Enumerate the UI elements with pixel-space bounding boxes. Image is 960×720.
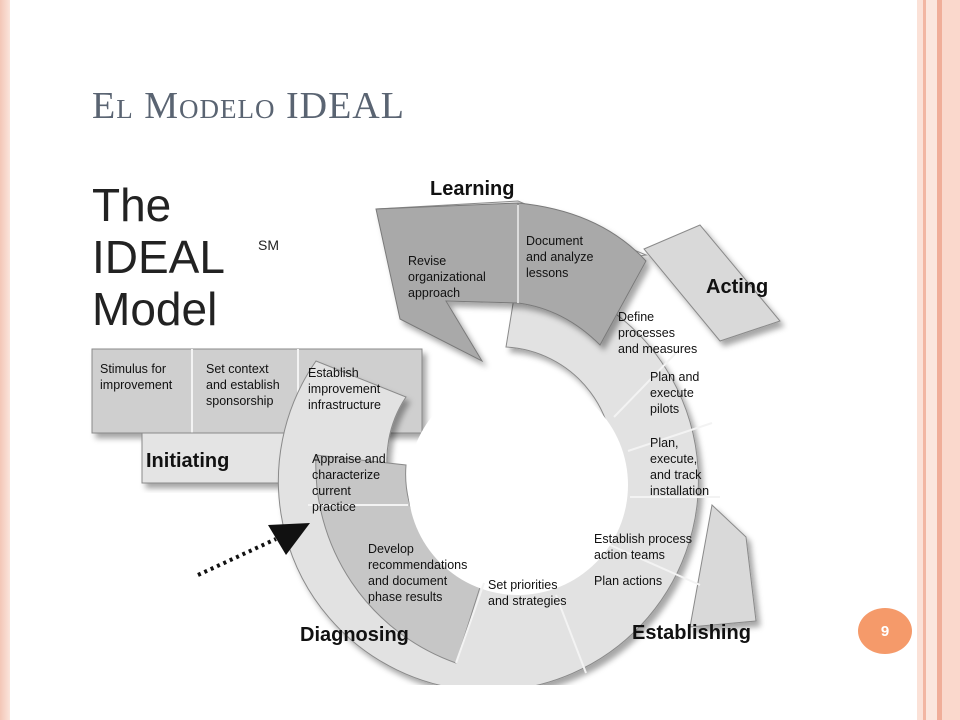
step-appraise: Appraise and characterize current practi… — [312, 452, 389, 514]
ring-center — [408, 375, 628, 595]
step-plan-pilots: Plan and execute pilots — [650, 370, 703, 416]
phase-diagnosing: Diagnosing — [300, 624, 409, 646]
establishing-fin — [689, 504, 757, 628]
phase-learning: Learning — [430, 178, 514, 200]
step-define: Define processes and measures — [618, 310, 697, 356]
arrow-head-icon — [268, 523, 310, 555]
ideal-model-svg: The IDEAL SM Model Learning Acting Initi… — [91, 178, 781, 685]
step-plan-track: Plan, execute, and track installation — [650, 436, 709, 498]
heading-the: The — [92, 179, 171, 231]
step-set-context: Set context and establish sponsorship — [206, 362, 283, 408]
ring-learning — [375, 200, 648, 363]
page-number-badge: 9 — [858, 608, 912, 654]
slide-title: El Modelo IDEAL — [92, 84, 405, 128]
title-rest-l: l — [116, 85, 145, 127]
step-develop: Develop recommendations and document pha… — [368, 542, 471, 604]
step-establish-infrastructure: Establish improvement infrastructure — [308, 366, 384, 412]
phase-establishing: Establishing — [632, 622, 751, 644]
right-border-decoration — [917, 0, 960, 720]
acting-fin — [643, 224, 781, 342]
title-initial-e: E — [92, 85, 117, 127]
step-stimulus: Stimulus for improvement — [100, 362, 173, 392]
ideal-model-diagram: The IDEAL SM Model Learning Acting Initi… — [80, 165, 800, 685]
title-rest-odelo: odelo — [179, 85, 276, 127]
step-document: Document and analyze lessons — [526, 234, 597, 280]
step-establish-teams: Establish process action teams — [594, 532, 695, 562]
step-plan-actions: Plan actions — [594, 574, 662, 588]
left-border-decoration — [0, 0, 10, 720]
phase-acting: Acting — [706, 276, 768, 298]
phase-initiating: Initiating — [146, 450, 229, 472]
heading-ideal: IDEAL — [92, 231, 225, 283]
dotted-arrow-line — [197, 537, 277, 577]
step-set-priorities: Set priorities and strategies — [488, 578, 567, 608]
step-revise: Revise organizational approach — [408, 254, 489, 300]
title-tail-ideal: IDEAL — [275, 85, 405, 127]
heading-sm-mark: SM — [258, 237, 279, 253]
title-initial-m: M — [144, 85, 180, 127]
heading-model: Model — [92, 283, 217, 335]
